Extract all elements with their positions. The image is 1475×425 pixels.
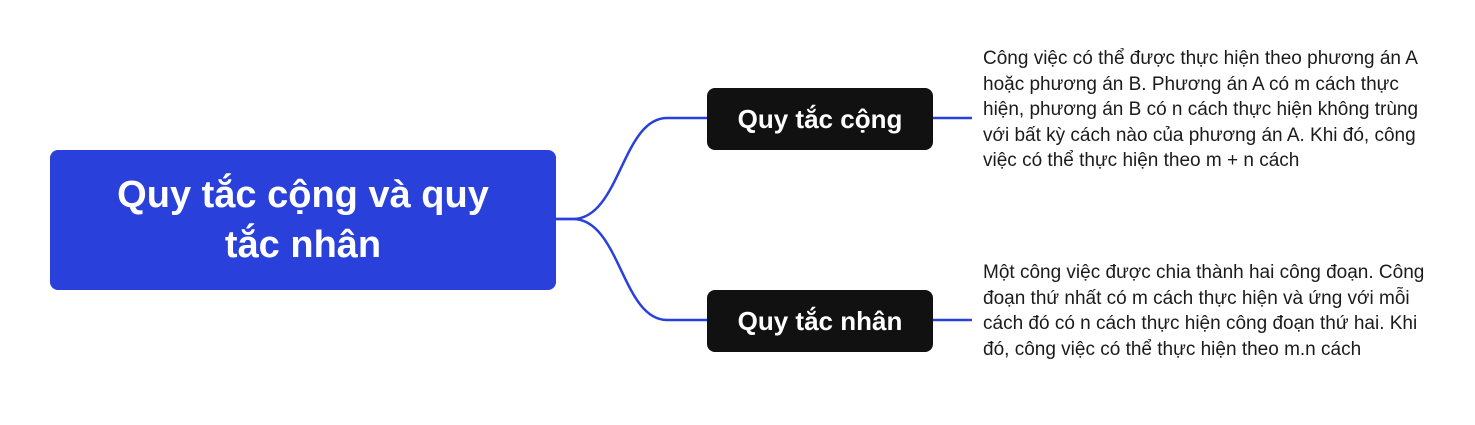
root-title: Quy tắc cộng và quy tắc nhân bbox=[117, 174, 489, 266]
connector-root-to-multiplication-rule bbox=[556, 217, 707, 322]
branch-node-addition-rule: Quy tắc cộng bbox=[707, 88, 933, 150]
branch-label-addition-rule: Quy tắc cộng bbox=[737, 103, 903, 134]
connector-root-to-addition-rule bbox=[556, 116, 707, 221]
branch-node-multiplication-rule: Quy tắc nhân bbox=[707, 290, 933, 352]
branch-label-multiplication-rule: Quy tắc nhân bbox=[737, 305, 903, 336]
root-node: Quy tắc cộng và quy tắc nhân bbox=[50, 150, 556, 290]
description-multiplication-rule: Một công việc được chia thành hai công đ… bbox=[983, 262, 1425, 360]
description-addition-rule: Công việc có thể được thực hiện theo phư… bbox=[983, 48, 1419, 171]
